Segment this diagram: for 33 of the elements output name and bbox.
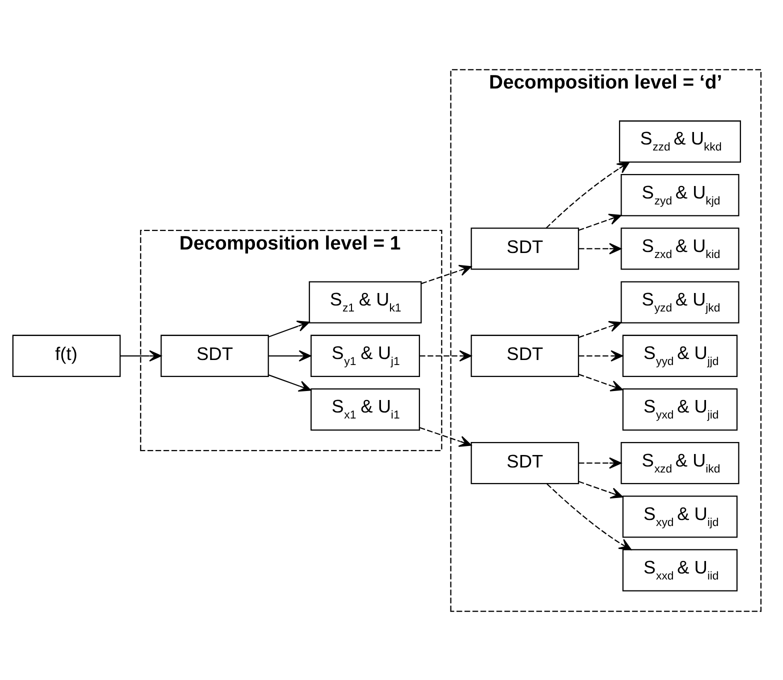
node-box: SDT: [470, 441, 580, 484]
node-box: S$_{zxd}$ & U$_{kid}$: [620, 227, 740, 270]
node-box: S$_{zzd}$ & U$_{kkd}$: [618, 120, 741, 162]
arrow: [120, 350, 162, 362]
node-box: SDT: [470, 334, 580, 376]
node-box: f(t): [12, 334, 121, 376]
node-box: S$_{y1}$ & U$_{j1}$: [310, 334, 420, 376]
arrow: [421, 264, 472, 284]
arrow: [578, 373, 624, 391]
arrow: [578, 213, 622, 230]
node-box: SDT: [160, 334, 269, 376]
arrow: [546, 483, 632, 550]
arrow: [578, 320, 622, 338]
arrow: [578, 480, 624, 498]
node-box: S$_{yzd}$ & U$_{jkd}$: [620, 280, 740, 323]
arrow: [420, 350, 472, 362]
node-box: S$_{zyd}$ & U$_{kjd}$: [620, 174, 740, 216]
arrow: [546, 161, 630, 228]
node-box: SDT: [470, 227, 580, 270]
arrow: [578, 350, 624, 362]
arrow: [268, 374, 312, 392]
node-box: S$_{yxd}$ & U$_{jid}$: [622, 388, 738, 430]
node-box: S$_{yyd}$ & U$_{jjd}$: [622, 334, 738, 376]
node-box: S$_{x1}$ & U$_{i1}$: [310, 388, 420, 430]
node-box: S$_{xzd}$ & U$_{ikd}$: [620, 441, 740, 484]
arrow: [578, 456, 622, 468]
arrow: [268, 350, 312, 362]
node-box: S$_{xxd}$ & U$_{iid}$: [622, 548, 738, 591]
arrow: [268, 320, 310, 337]
node-box: S$_{xyd}$ & U$_{ijd}$: [622, 495, 738, 538]
arrow: [420, 426, 472, 446]
node-box: S$_{z1}$ & U$_{k1}$: [308, 280, 422, 323]
arrow: [578, 242, 622, 254]
